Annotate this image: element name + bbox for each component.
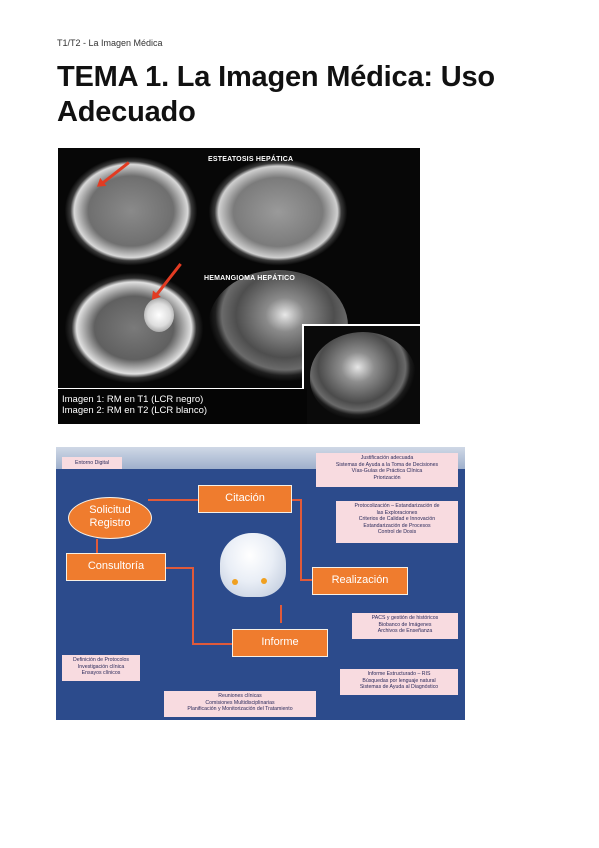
brain-spot-icon: [261, 578, 267, 584]
caption-line-2: Imagen 2: RM en T2 (LCR blanco): [62, 405, 208, 416]
mri-panel: ESTEATOSIS HEPÁTICA HEMANGIOMA HEPÁTICO: [58, 148, 420, 388]
node-solicitud-registro: Solicitud Registro: [68, 497, 152, 539]
label-esteatosis: ESTEATOSIS HEPÁTICA: [208, 156, 294, 163]
label-hemangioma: HEMANGIOMA HEPÁTICO: [204, 275, 296, 282]
note-realizacion: Protocolización – Estandarización de las…: [336, 501, 458, 543]
mri-scan-t1-bottom: [64, 272, 204, 384]
node-informe: Informe: [232, 629, 328, 657]
node-citacion: Citación: [198, 485, 292, 513]
note-pacs: PACS y gestión de históricos Biobanco de…: [352, 613, 458, 639]
note-consultoria: Definición de Protocolos Investigación c…: [62, 655, 140, 681]
mri-lesion: [144, 298, 174, 332]
running-header: T1/T2 - La Imagen Médica: [57, 38, 163, 48]
note-citacion: Justificación adecuada Sistemas de Ayuda…: [316, 453, 458, 487]
mri-inset-scan: [302, 324, 420, 424]
node-registro-label: Registro: [89, 517, 131, 529]
node-consultoria: Consultoría: [66, 553, 166, 581]
workflow-diagram: Solicitud Registro Citación Consultoría …: [56, 447, 465, 720]
mri-scan-t2-top: [208, 158, 348, 266]
brain-icon: [220, 533, 286, 597]
mri-scan-t1-top: [64, 156, 198, 266]
page-title: TEMA 1. La Imagen Médica: Uso Adecuado: [57, 61, 495, 128]
note-informe: Informe Estructurado – RIS Búsquedas por…: [340, 669, 458, 695]
caption-line-1: Imagen 1: RM en T1 (LCR negro): [62, 394, 204, 405]
brain-spot-icon: [232, 579, 238, 585]
note-reuniones: Reuniones clínicas Comisiones Multidisci…: [164, 691, 316, 717]
node-solicitud-label: Solicitud: [89, 504, 131, 516]
node-realizacion: Realización: [312, 567, 408, 595]
mri-figure: ESTEATOSIS HEPÁTICA HEMANGIOMA HEPÁTICO …: [58, 148, 420, 424]
figure-caption: Imagen 1: RM en T1 (LCR negro) Imagen 2:…: [58, 389, 307, 424]
note-entorno-digital: Entorno Digital: [62, 457, 122, 469]
